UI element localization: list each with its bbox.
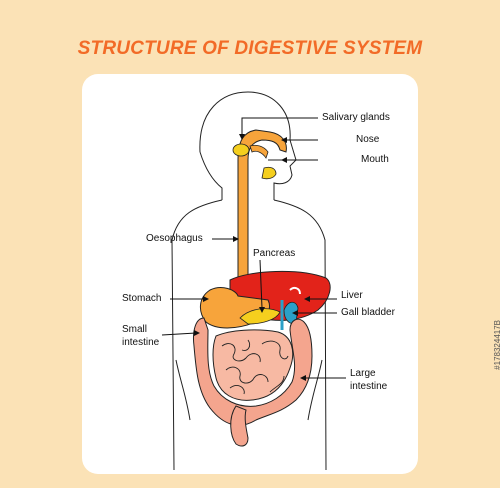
label-liver: Liver bbox=[341, 290, 363, 301]
label-oesophagus: Oesophagus bbox=[146, 233, 203, 244]
label-large-intestine-line2: intestine bbox=[350, 381, 388, 392]
label-gall-bladder: Gall bladder bbox=[341, 307, 395, 318]
label-pancreas: Pancreas bbox=[253, 248, 296, 259]
arrow-heads bbox=[194, 134, 310, 381]
small-intestine-organ bbox=[212, 329, 294, 401]
bottom-strip bbox=[0, 488, 500, 500]
label-stomach: Stomach bbox=[122, 293, 162, 304]
stock-id: #178324417B bbox=[493, 320, 500, 370]
label-large-intestine-line1: Large bbox=[350, 368, 376, 379]
label-small-intestine-line2: intestine bbox=[122, 337, 160, 348]
label-small-intestine-line1: Small bbox=[122, 324, 148, 335]
label-nose: Nose bbox=[356, 134, 380, 145]
label-mouth: Mouth bbox=[361, 154, 389, 165]
large-intestine-organ bbox=[193, 317, 313, 426]
label-arrows bbox=[161, 117, 346, 379]
pancreas-organ bbox=[239, 308, 281, 325]
page-title: STRUCTURE OF DIGESTIVE SYSTEM bbox=[77, 38, 423, 59]
small-intestine-coils bbox=[221, 339, 289, 395]
label-salivary-glands: Salivary glands bbox=[322, 112, 390, 123]
body-outline bbox=[171, 91, 327, 471]
